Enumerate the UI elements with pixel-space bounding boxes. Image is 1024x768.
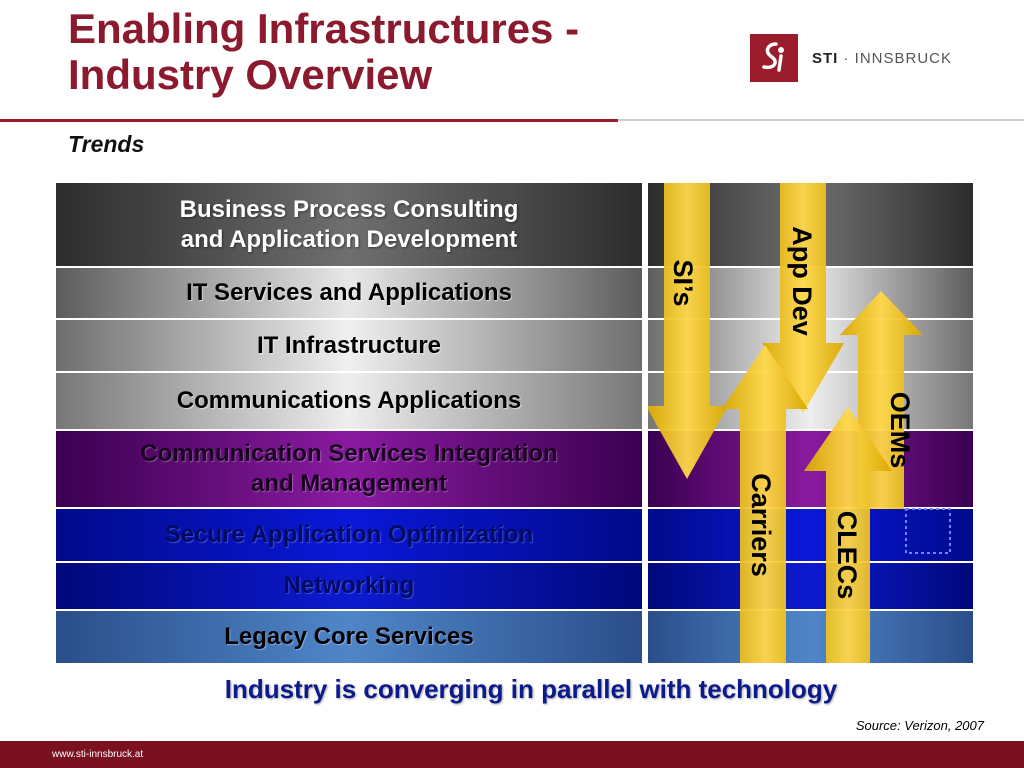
layer-label: and Management [250,470,447,497]
subtitle: Trends [68,131,145,157]
carriers-label: Carriers [746,473,776,577]
layer-label: IT Infrastructure [256,331,442,359]
layer-label: Secure Application Optimization [164,521,534,548]
title-divider [0,119,618,122]
layer-label: and Application Development [180,225,518,253]
carriers-arrow [722,345,808,663]
logo-suffix: · INNSBRUCK [843,49,953,67]
appdev-arrow [762,183,844,413]
page-title: Enabling Infrastructures - Industry Over… [68,6,579,98]
logo-name: STI [812,49,839,67]
sis-label: SI’s [668,259,698,306]
panel-band [648,611,973,663]
panel-band [648,509,973,561]
appdev-label: App Dev [787,226,817,336]
clecs-label: CLECs [832,511,862,600]
footer-link[interactable]: www.sti-innsbruck.at [52,749,144,760]
logo-mark-icon [750,34,798,82]
diagram-caption: Industry is converging in parallel with … [0,674,1024,705]
layer-band: Communications Applications [56,373,642,429]
layer-band: Legacy Core Services [56,611,642,663]
dotted-placeholder [905,508,951,554]
layer-band: Communication Services Integration and Ma… [56,431,642,507]
sis-arrow [648,183,728,479]
layer-label: Communications Applications [176,387,522,414]
page-title-line2: Industry Overview [68,51,433,98]
title-divider-right [618,119,1024,121]
logo-text: STI · INNSBRUCK [812,50,952,67]
layer-band: IT Services and Applications [56,268,642,318]
oems-label: OEMs [885,392,915,469]
player-arrows: SI’s App Dev OEMs Carriers CLECs [648,183,951,663]
layer-band: Secure Application Optimization [56,509,642,561]
panel-band [648,563,973,609]
layer-label: Networking [283,572,415,599]
layer-label: IT Services and Applications [186,279,512,306]
player-panel: SI’s App Dev OEMs Carriers CLECs [648,183,973,663]
layer-label: Legacy Core Services [224,623,474,650]
source-note: Source: Verizon, 2007 [855,718,984,733]
layer-band: Networking [56,563,642,609]
layer-band: IT Infrastructure [56,320,642,371]
caption-text: Industry is converging in parallel with … [224,674,838,704]
footer-bar: www.sti-innsbruck.at [0,741,1024,768]
layer-label: Business Process Consulting [179,195,519,223]
layer-label: Communication Services Integration [140,440,558,467]
page-title-line1: Enabling Infrastructures - [68,5,580,52]
sti-logo: STI · INNSBRUCK [750,34,952,82]
clecs-arrow [804,407,892,663]
